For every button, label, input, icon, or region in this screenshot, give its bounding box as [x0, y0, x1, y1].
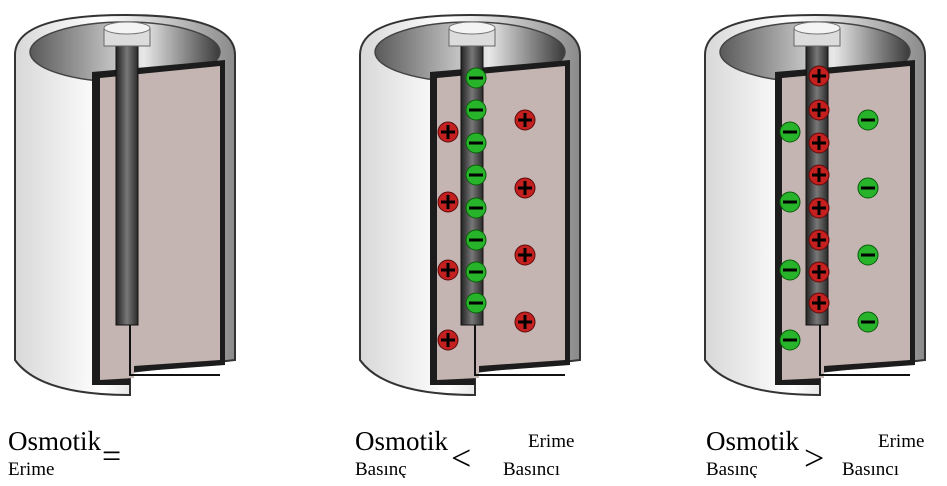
- caption-basinci: Basıncı: [842, 460, 899, 478]
- positive-ion: [808, 229, 830, 251]
- negative-ion: [779, 191, 801, 213]
- positive-ion: [437, 191, 459, 213]
- positive-ion: [514, 311, 536, 333]
- caption-basinc: Basınç: [355, 460, 407, 478]
- positive-ion: [808, 261, 830, 283]
- negative-ion: [465, 67, 487, 89]
- caption-right-under-clip: Basıncı: [503, 460, 583, 478]
- negative-ion: [857, 244, 879, 266]
- caption-under-clip: Basınç: [706, 460, 776, 478]
- positive-ion: [514, 244, 536, 266]
- positive-ion: [437, 329, 459, 351]
- solution-positive-ions: [437, 109, 536, 351]
- caption-erime-right: Erime: [528, 431, 575, 452]
- electrode-rod: [115, 44, 139, 326]
- negative-ion: [465, 229, 487, 251]
- positive-ion: [808, 132, 830, 154]
- caption-osmotik: Osmotik: [355, 426, 449, 456]
- negative-ion: [779, 259, 801, 281]
- cell-panel-equal: Osmotik Erime =: [0, 0, 260, 486]
- positive-ion: [514, 109, 536, 131]
- positive-ion: [808, 99, 830, 121]
- positive-ion: [808, 197, 830, 219]
- negative-ion: [465, 197, 487, 219]
- negative-ion: [779, 329, 801, 351]
- positive-ion: [808, 164, 830, 186]
- caption-under-clip: Basınç: [355, 460, 425, 478]
- negative-ion: [465, 261, 487, 283]
- solution-negative-ions: [779, 109, 879, 351]
- terminal-cap: [103, 21, 151, 35]
- caption-erime-right: Erime: [878, 431, 925, 452]
- battery-cell-illustration: [704, 13, 926, 397]
- symbol-greater-than: >: [804, 438, 825, 478]
- negative-ion: [857, 311, 879, 333]
- rod-negative-ions: [465, 67, 487, 314]
- negative-ion: [857, 109, 879, 131]
- caption-erime: Erime: [8, 460, 55, 478]
- positive-ion: [437, 121, 459, 143]
- caption-osmotik: Osmotik: [706, 426, 800, 456]
- positive-ion: [514, 177, 536, 199]
- cell-panel-less: Osmotik Basınç < Erime Basıncı: [345, 0, 605, 486]
- caption-under-clip: Erime: [8, 460, 78, 478]
- positive-ion: [437, 259, 459, 281]
- battery-cell-illustration: [14, 13, 236, 397]
- caption-basinci: Basıncı: [503, 460, 560, 478]
- cell-panel-greater: Osmotik Basınç > Erime Basıncı: [690, 0, 947, 486]
- caption-right-under-clip: Basıncı: [842, 460, 922, 478]
- positive-ion: [808, 65, 830, 87]
- caption-osmotik: Osmotik: [8, 426, 102, 456]
- symbol-equal: =: [102, 438, 122, 475]
- negative-ion: [465, 132, 487, 154]
- rod-positive-ions: [808, 65, 830, 314]
- positive-ion: [808, 292, 830, 314]
- negative-ion: [465, 292, 487, 314]
- negative-ion: [465, 99, 487, 121]
- negative-ion: [465, 164, 487, 186]
- negative-ion: [857, 177, 879, 199]
- battery-cell-illustration: [359, 13, 581, 397]
- negative-ion: [779, 121, 801, 143]
- caption-basinc: Basınç: [706, 460, 758, 478]
- symbol-less-than: <: [451, 438, 472, 478]
